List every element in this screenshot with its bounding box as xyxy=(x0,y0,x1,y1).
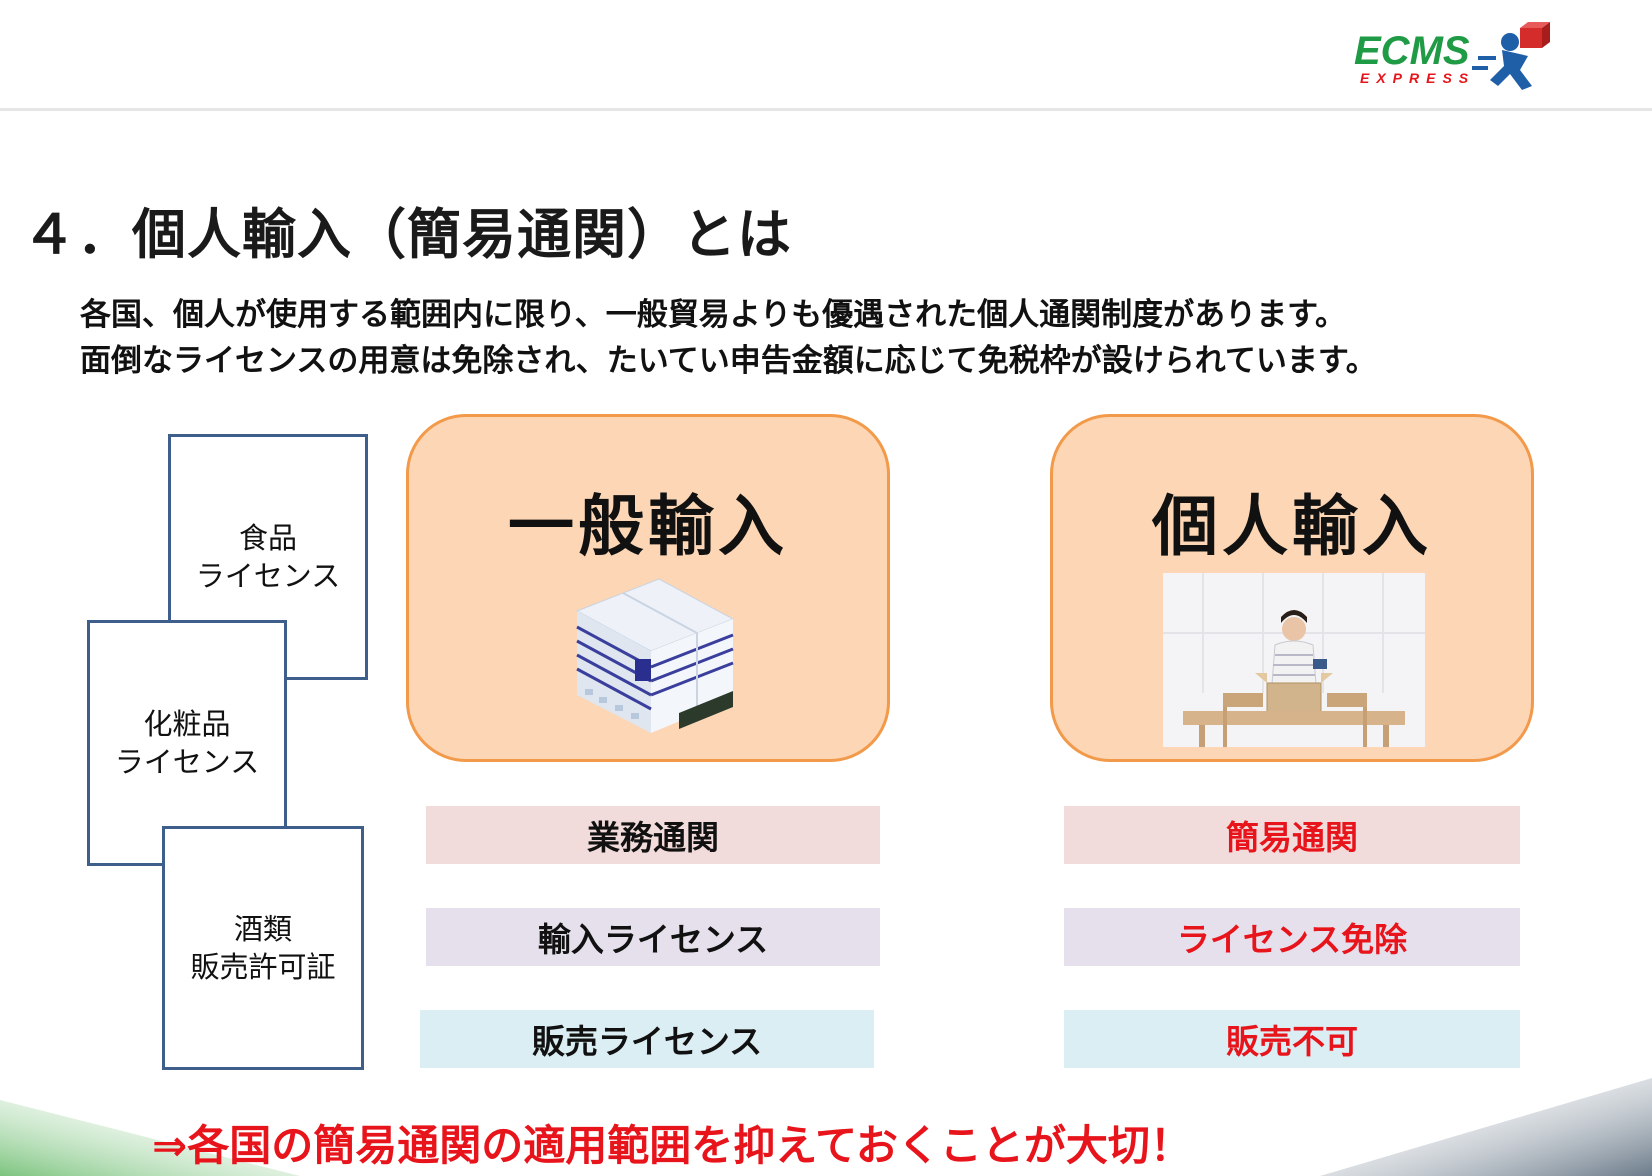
personal-import-panel: 個人輸入 xyxy=(1050,414,1534,762)
personal-item-no-resale: 販売不可 xyxy=(1064,1010,1520,1068)
logo-sub-text: EXPRESS xyxy=(1360,70,1475,86)
general-item-business-clearance: 業務通関 xyxy=(426,806,880,864)
ecms-express-logo: ECMS EXPRESS xyxy=(1354,22,1550,90)
warehouse-building-icon xyxy=(575,578,735,733)
general-item-sales-license: 販売ライセンス xyxy=(420,1010,874,1068)
slide-title: ４．個人輸入（簡易通関）とは xyxy=(22,203,792,266)
woman-opening-package-photo xyxy=(1163,573,1425,747)
conclusion-text: ⇒各国の簡易通関の適用範囲を抑えておくことが大切！ xyxy=(152,1121,1192,1170)
intro-line-2: 面倒なライセンスの用意は免除され、たいてい申告金額に応じて免税枠が設けられていま… xyxy=(80,343,1377,379)
logo-main-text: ECMS xyxy=(1354,29,1470,73)
general-import-panel: 一般輸入 xyxy=(406,414,890,762)
intro-text: 各国、個人が使用する範囲内に限り、一般貿易よりも優遇された個人通関制度があります… xyxy=(80,292,1377,384)
personal-item-simple-clearance: 簡易通関 xyxy=(1064,806,1520,864)
intro-line-1: 各国、個人が使用する範囲内に限り、一般貿易よりも優遇された個人通関制度があります… xyxy=(80,297,1347,333)
decorative-corner-right xyxy=(1320,1078,1652,1176)
license-card-liquor: 酒類 販売許可証 xyxy=(162,826,364,1070)
header-divider xyxy=(0,108,1652,111)
runner-icon xyxy=(1472,22,1550,90)
personal-item-license-exempt: ライセンス免除 xyxy=(1064,908,1520,966)
personal-import-title: 個人輸入 xyxy=(1152,488,1432,565)
general-item-import-license: 輸入ライセンス xyxy=(426,908,880,966)
general-import-title: 一般輸入 xyxy=(508,488,788,565)
decorative-corner-left xyxy=(0,1100,300,1176)
